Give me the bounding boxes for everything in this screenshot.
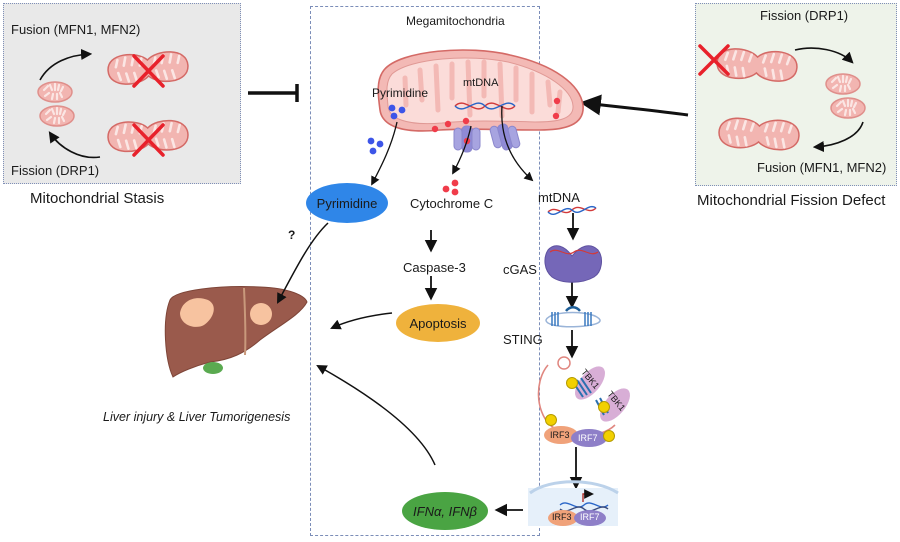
- arrow-apoptosis-to-liver: [330, 312, 393, 330]
- mtdna-helix-icon: [454, 102, 516, 110]
- fission-defect-caption: Mitochondrial Fission Defect: [697, 192, 886, 209]
- mitochondrial-stasis-caption: Mitochondrial Stasis: [30, 190, 165, 207]
- arrow-cytochrome-release: [452, 125, 472, 175]
- pyrimidine-dots: [367, 104, 406, 155]
- arrow-pyrimidine-to-liver: [277, 222, 329, 304]
- irf7-label: IRF7: [580, 512, 600, 522]
- arrow-pyrimidine-release: [371, 121, 398, 186]
- released-cytochrome-c-dots: [442, 179, 459, 196]
- cytochrome-c-label: Cytochrome C: [410, 196, 494, 211]
- arrow-mtdna-release: [501, 105, 534, 182]
- fusion-arrow: [39, 48, 93, 81]
- fused-mitochondrion: [106, 118, 190, 154]
- arrow-ifn-to-liver: [316, 364, 436, 466]
- cross-icon: [132, 54, 165, 157]
- irf3-label: IRF3: [552, 512, 572, 522]
- megamitochondria-title: Megamitochondria: [406, 14, 505, 28]
- cytochrome-c-dots: [431, 97, 561, 145]
- nucleus-icon: [528, 480, 619, 526]
- cgas-protein-icon: [544, 245, 602, 283]
- right-fusion-label: Fusion (MFN1, MFN2): [757, 160, 887, 175]
- small-mitochondrion: [36, 80, 74, 104]
- small-mitochondrion: [829, 96, 867, 120]
- liver-caption: Liver injury & Liver Tumorigenesis: [103, 410, 291, 424]
- irf3-label: IRF3: [550, 430, 570, 440]
- tbk1-irf-complex: [537, 356, 630, 447]
- fusion-arrow: [812, 121, 864, 153]
- elongated-mitochondrion: [716, 115, 802, 153]
- pyrimidine-node: Pyrimidine: [306, 183, 388, 223]
- left-fission-label: Fission (DRP1): [11, 163, 100, 178]
- fission-arrow: [48, 131, 101, 159]
- apoptosis-node: Apoptosis: [396, 304, 480, 342]
- fission-defect-arrow: [579, 94, 689, 117]
- fission-arrow: [794, 47, 854, 64]
- caspase-3-label: Caspase-3: [403, 260, 466, 275]
- mito-mtdna-label: mtDNA: [463, 77, 499, 89]
- ifn-node: IFNα, IFNβ: [402, 492, 488, 530]
- cgas-label: cGAS: [503, 262, 537, 277]
- cross-icon: [698, 44, 730, 76]
- mtdna-label: mtDNA: [538, 190, 580, 205]
- small-mitochondrion: [38, 104, 76, 128]
- mito-pyrimidine-label: Pyrimidine: [372, 86, 429, 100]
- right-fission-label: Fission (DRP1): [760, 8, 849, 23]
- sting-label: STING: [503, 332, 543, 347]
- megamitochondrion: [377, 49, 584, 132]
- mtdna-helix-icon: [547, 205, 597, 215]
- unknown-link-question-mark: ?: [288, 228, 296, 242]
- inhibition-arrow: [248, 84, 299, 102]
- tumor: [180, 298, 214, 327]
- small-mitochondrion: [824, 72, 862, 96]
- tumor: [250, 303, 272, 325]
- left-fusion-label: Fusion (MFN1, MFN2): [11, 22, 141, 37]
- megamitochondria-panel: [310, 6, 540, 536]
- irf7-label: IRF7: [578, 433, 598, 443]
- fission-defect-panel: [695, 3, 897, 186]
- elongated-mitochondrion: [714, 46, 800, 84]
- sting-protein-icon: [545, 306, 601, 328]
- liver-icon: [164, 286, 308, 378]
